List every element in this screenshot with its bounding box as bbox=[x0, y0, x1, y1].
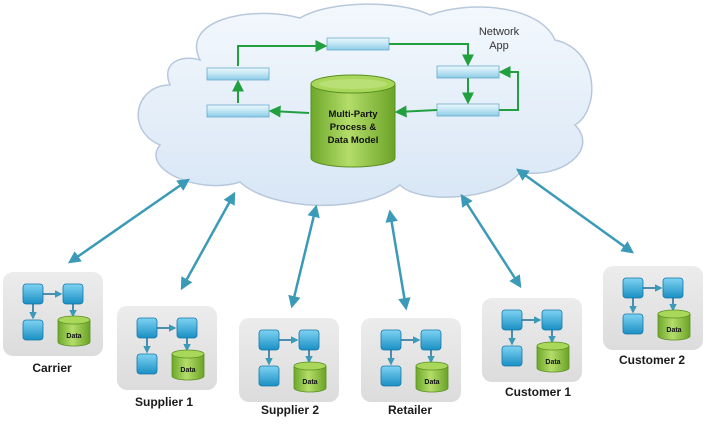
process-node bbox=[380, 329, 402, 351]
party-database: Data bbox=[415, 361, 449, 393]
party-database-label: Data bbox=[666, 327, 681, 334]
process-node bbox=[622, 313, 644, 335]
process-node bbox=[136, 353, 158, 375]
party-workflow bbox=[622, 277, 684, 335]
party-customer-2: Data bbox=[603, 266, 703, 350]
process-node bbox=[541, 309, 563, 331]
process-node bbox=[662, 277, 684, 299]
connection-arrow-supplier-2 bbox=[288, 204, 320, 309]
flow-arrow-to-left-lower bbox=[268, 105, 310, 118]
network-app-label-line1: Network bbox=[479, 26, 520, 38]
flow-arrow-to-top-bar bbox=[237, 40, 328, 66]
process-node bbox=[22, 283, 44, 305]
process-bar-left-upper bbox=[206, 67, 270, 81]
party-carrier: Data bbox=[3, 272, 103, 356]
process-flow-arrows bbox=[232, 40, 519, 118]
flow-arrow-to-right-upper bbox=[389, 43, 474, 67]
database-label-line2: Process & bbox=[330, 122, 377, 133]
process-bar-right-lower bbox=[436, 103, 500, 117]
party-database-label: Data bbox=[545, 359, 560, 366]
party-database: Data bbox=[536, 341, 570, 373]
process-node bbox=[176, 317, 198, 339]
process-bar-right-upper bbox=[436, 65, 500, 79]
party-label-supplier-1: Supplier 1 bbox=[135, 395, 193, 409]
party-customer-1: Data bbox=[482, 298, 582, 382]
connection-arrow-retailer bbox=[385, 209, 411, 311]
party-database-label: Data bbox=[180, 367, 195, 374]
party-supplier-1: Data bbox=[117, 306, 217, 390]
flow-arrow-right-loop bbox=[498, 66, 519, 111]
process-node bbox=[380, 365, 402, 387]
database-label-line3: Data Model bbox=[328, 135, 379, 146]
process-node bbox=[501, 345, 523, 367]
party-database: Data bbox=[57, 315, 91, 347]
party-workflow bbox=[380, 329, 442, 387]
connection-arrow-customer-1 bbox=[460, 193, 522, 289]
process-node bbox=[62, 283, 84, 305]
party-workflow bbox=[22, 283, 84, 341]
network-app-label-line2: App bbox=[489, 40, 509, 52]
party-database-label: Data bbox=[302, 379, 317, 386]
party-database-label: Data bbox=[424, 379, 439, 386]
party-workflow bbox=[258, 329, 320, 387]
central-database bbox=[310, 74, 396, 168]
process-node bbox=[22, 319, 44, 341]
flow-arrow-to-database bbox=[394, 105, 438, 118]
connection-arrow-carrier bbox=[67, 178, 191, 264]
party-workflow bbox=[501, 309, 563, 367]
party-label-customer-2: Customer 2 bbox=[619, 353, 685, 367]
party-database: Data bbox=[293, 361, 327, 393]
party-database: Data bbox=[171, 349, 205, 381]
party-label-customer-1: Customer 1 bbox=[505, 385, 571, 399]
party-retailer: Data bbox=[361, 318, 461, 402]
process-node bbox=[136, 317, 158, 339]
party-workflow bbox=[136, 317, 198, 375]
process-node bbox=[420, 329, 442, 351]
process-bar-top bbox=[326, 37, 390, 51]
connection-arrows bbox=[67, 168, 635, 311]
process-node bbox=[258, 365, 280, 387]
party-supplier-2: Data bbox=[239, 318, 339, 402]
party-label-carrier: Carrier bbox=[32, 361, 72, 375]
process-node bbox=[298, 329, 320, 351]
party-label-supplier-2: Supplier 2 bbox=[261, 403, 319, 417]
process-bar-left-lower bbox=[206, 104, 270, 118]
process-node bbox=[258, 329, 280, 351]
party-database-label: Data bbox=[66, 333, 81, 340]
party-label-retailer: Retailer bbox=[388, 403, 432, 417]
party-database: Data bbox=[657, 309, 691, 341]
connection-arrow-customer-2 bbox=[515, 168, 635, 254]
connection-arrow-supplier-1 bbox=[180, 191, 236, 291]
database-label-line1: Multi-Party bbox=[328, 109, 378, 120]
process-node bbox=[501, 309, 523, 331]
process-node bbox=[622, 277, 644, 299]
